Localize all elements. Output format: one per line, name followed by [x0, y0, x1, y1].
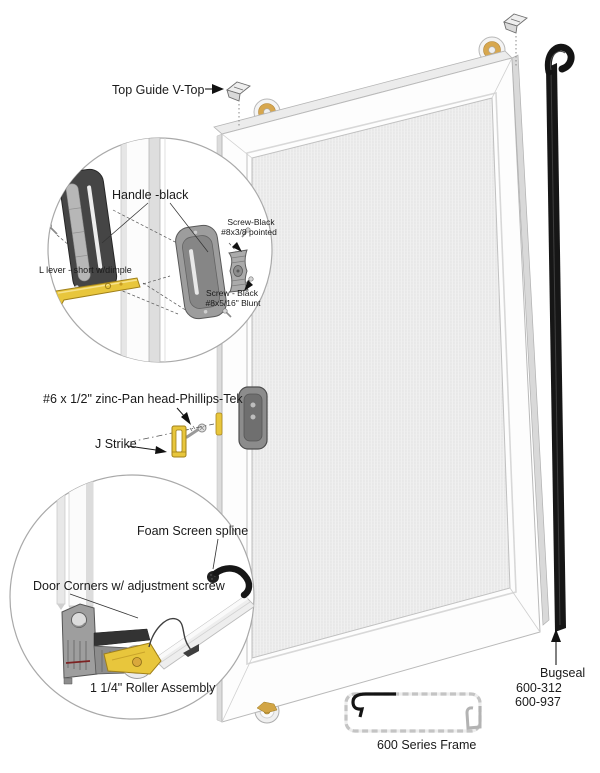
bugseal-part-number-1: 600-312 — [516, 681, 562, 695]
spline-groove — [246, 91, 517, 666]
mounted-door-handle — [238, 386, 268, 450]
corner-callout: Foam Screen spline Door Corners w/ adjus… — [9, 474, 255, 720]
roller-assembly-label: 1 1/4" Roller Assembly — [90, 681, 216, 695]
door-corners-leader — [69, 593, 139, 619]
screw-pointed-label-2: #8x3/8 pointed — [221, 227, 277, 237]
frame-profile-base — [344, 692, 482, 733]
bottom-roller-housing — [256, 701, 278, 714]
screw-blunt-label-1: Screw - Black — [206, 288, 259, 298]
foam-spline-label: Foam Screen spline — [137, 524, 248, 538]
roller-housing — [103, 642, 162, 675]
screw-pointed-label-1: Screw-Black — [227, 217, 275, 227]
j-strike-leader — [127, 445, 157, 451]
handle-leader-left — [101, 202, 149, 244]
bracket-screws — [222, 227, 254, 318]
foam-spline — [207, 565, 253, 599]
frame-profile-label: 600 Series Frame — [377, 738, 476, 752]
top-guide-label: Top Guide V-Top — [112, 83, 204, 97]
j-strike-arrow — [155, 446, 167, 454]
pan-head-arrow — [181, 412, 191, 425]
mesh-panel — [251, 97, 511, 659]
handle-leader-right — [169, 202, 209, 253]
pan-head-screw-icon — [185, 423, 207, 439]
screw-pointed-arrow — [232, 242, 242, 252]
outer-handle-black — [59, 168, 118, 294]
bugseal-callout: Bugseal 600-312 600-937 — [515, 629, 585, 709]
adjustment-screw — [65, 660, 91, 664]
door-corners-label: Door Corners w/ adjustment screw — [33, 579, 226, 593]
pan-head-screw-label: #6 x 1/2" zinc-Pan head-Phillips-Tek — [43, 392, 243, 406]
foam-spline-leader — [212, 538, 219, 570]
bugseal-arrow — [551, 629, 561, 642]
bugseal-strip — [544, 43, 575, 632]
handle-label: Handle -black — [112, 188, 189, 202]
screw-blunt-label-2: #8x5/16" Blunt — [205, 298, 261, 308]
frame-profile: 600 Series Frame — [344, 692, 482, 752]
frame-profile-black-hook — [351, 692, 396, 718]
j-strike-part — [171, 425, 187, 458]
handle-callout: Handle -black Screw-Black #8x3/8 pointed… — [39, 137, 277, 363]
bugseal-label: Bugseal — [540, 666, 585, 680]
frame-profile-hatch — [344, 692, 482, 733]
inner-handle-gray — [175, 224, 227, 320]
edge-strike-plate — [215, 412, 223, 436]
top-guide-clip-right — [503, 13, 528, 66]
corner-callout-content — [56, 475, 254, 685]
roller-spring-wire — [148, 617, 193, 655]
frame-profile-gray-hook — [465, 706, 482, 730]
top-guide-clip-left — [226, 81, 251, 127]
l-lever-label: L lever - short w/dimple — [39, 265, 132, 275]
screw-blunt-arrow — [244, 280, 253, 291]
top-guide-callout: Top Guide V-Top — [112, 83, 224, 97]
bugseal-part-number-2: 600-937 — [515, 695, 561, 709]
top-guide-arrow — [212, 84, 224, 94]
handle-callout-content — [48, 138, 254, 362]
keeper-bracket — [228, 249, 249, 293]
door-stile-section — [120, 138, 166, 362]
roller-assembly — [103, 617, 193, 679]
fastener-callouts: #6 x 1/2" zinc-Pan head-Phillips-Tek J S… — [43, 392, 243, 458]
bugseal-top-curl — [544, 43, 575, 76]
j-strike-label: J Strike — [95, 437, 137, 451]
miter-joints — [221, 57, 541, 723]
screen-door — [213, 13, 575, 724]
